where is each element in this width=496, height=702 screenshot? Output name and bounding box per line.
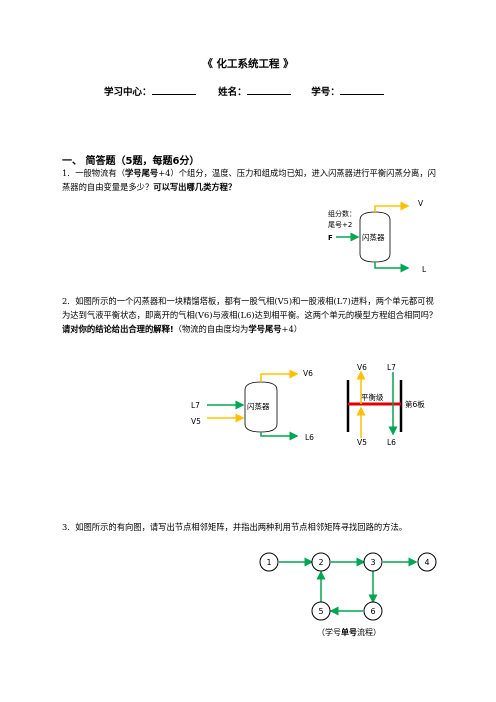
document-title: 《 化工系统工程 》 (202, 58, 294, 70)
q1-text-b: +4）个组分，温度、压力和组成均已知，进入闪蒸器进行平衡闪蒸分离，闪蒸器的自由变… (62, 168, 436, 192)
id-label: 学号： (311, 87, 340, 98)
caption-b: 流程） (357, 627, 381, 637)
q2-text-a: 如图所示的一个闪蒸器和一块精馏塔板，都有一股气相(V5)和一股液相(L7)进料，… (62, 296, 438, 320)
node-label: 1 (266, 558, 271, 567)
feed-label: F (328, 234, 333, 242)
question-1: 1. 一般物流有（学号尾号+4）个组分，温度、压力和组成均已知，进入闪蒸器进行平… (62, 166, 440, 194)
q1-bold-1: 学号尾号 (125, 168, 159, 178)
q2-bold-2: 学号尾号 (248, 324, 282, 334)
graph-node (417, 552, 437, 572)
name-label: 姓名： (218, 87, 247, 98)
plate-l7-label: L7 (387, 363, 396, 372)
graph-node (363, 552, 383, 572)
flash-l7-label: L7 (191, 401, 200, 410)
q1-text-a: 一般物流有（ (75, 168, 125, 178)
flash-l6-arrow (260, 431, 299, 441)
liquid-label: L (422, 265, 427, 274)
caption-bold: 单号 (341, 627, 357, 637)
directed-graph: 1 2 3 4 5 6 （学号单号流程） (259, 552, 437, 637)
flash-vessel (359, 211, 391, 263)
center-blank (151, 84, 196, 95)
question-2: 2. 如图所示的一个闪蒸器和一块精馏塔板，都有一股气相(V5)和一股液相(L7)… (62, 294, 440, 336)
node-label: 3 (370, 558, 375, 567)
vessel-label: 闪蒸器 (362, 232, 385, 242)
id-blank (339, 84, 384, 95)
plate-v5-label: V5 (357, 438, 367, 447)
q2-number: 2. (62, 296, 70, 306)
q1-bold-2: 可以写出哪几类方程？ (153, 182, 237, 192)
q2-text-b: （物流的自由度均为 (173, 324, 249, 334)
flash-diagram-q1: 组分数： 尾号+2 F 闪蒸器 V L (328, 199, 427, 274)
student-info-line: 学习中心： 姓名： 学号： (104, 84, 384, 98)
section-heading: 一、 简答题（5题，每题6分） (62, 156, 200, 167)
node-label: 4 (424, 558, 429, 567)
liquid-arrow (374, 262, 410, 273)
flash-and-plate-diagram: 闪蒸器 L7 V5 V6 L6 平衡级 第6板 V6 V5 L7 L6 (191, 363, 425, 447)
plate-l6-label: L6 (387, 438, 396, 447)
node-label: 2 (318, 558, 323, 567)
plate-side-label: 第6板 (405, 399, 425, 409)
flash-l6-label: L6 (305, 433, 314, 442)
graph-node (363, 601, 383, 621)
vapor-arrow (374, 201, 410, 212)
question-3: 3. 如图所示的有向图，请写出节点相邻矩阵，并指出两种利用节点相邻矩阵寻找回路的… (62, 520, 440, 534)
vapor-label: V (418, 199, 424, 208)
graph-node (259, 552, 279, 572)
flash-v6-arrow (260, 369, 299, 382)
q2-text-c: +4） (281, 324, 303, 334)
name-blank (246, 84, 291, 95)
q1-number: 1. (62, 168, 70, 178)
caption-a: （学号 (317, 627, 341, 637)
node-label: 5 (318, 607, 323, 616)
flash-vessel-label: 闪蒸器 (247, 401, 270, 411)
graph-node (311, 552, 331, 572)
plate-label: 平衡级 (361, 392, 384, 402)
q3-number: 3. (62, 522, 70, 532)
components-label-1: 组分数： (328, 209, 356, 218)
graph-caption: （学号单号流程） (317, 627, 381, 637)
plate-v6-label: V6 (357, 363, 367, 372)
flash-v6-label: V6 (303, 369, 313, 378)
flash-vessel-2 (244, 381, 278, 433)
q3-text: 如图所示的有向图，请写出节点相邻矩阵，并指出两种利用节点相邻矩阵寻找回路的方法。 (75, 522, 408, 532)
components-label-2: 尾号+2 (328, 221, 352, 229)
flash-v5-label: V5 (191, 417, 201, 426)
node-label: 6 (370, 607, 375, 616)
graph-node (311, 601, 331, 621)
q2-bold-1: 请对你的结论给出合理的解释! (62, 324, 174, 334)
center-label: 学习中心： (104, 87, 152, 98)
